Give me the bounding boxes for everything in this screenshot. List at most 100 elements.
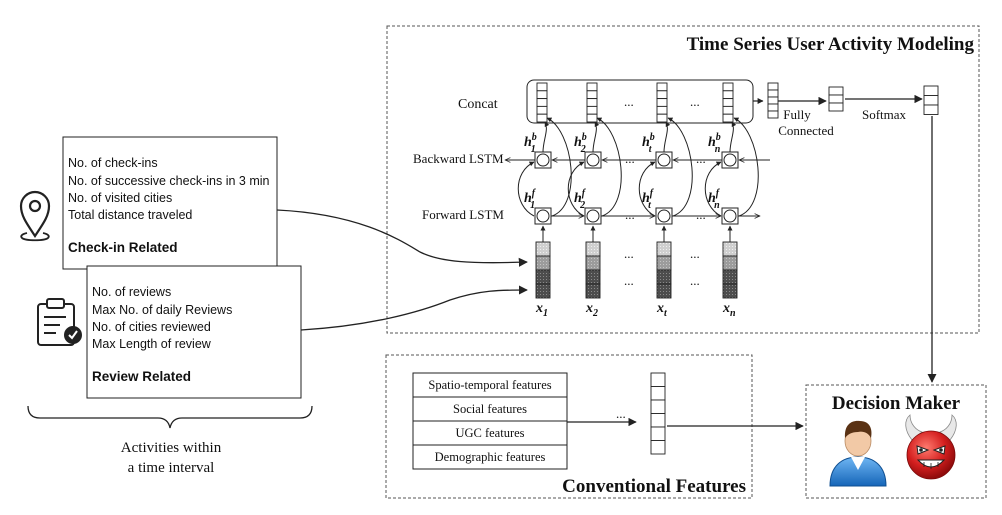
checkin-item-3: No. of visited cities bbox=[68, 191, 172, 205]
backward-to-concat-curve bbox=[542, 121, 550, 153]
concat-vector-3-cell bbox=[656, 90, 668, 100]
concat-vector-3-cell bbox=[656, 98, 668, 107]
x-symbol: x bbox=[722, 301, 730, 316]
x-input-label: xn bbox=[722, 301, 736, 319]
h-backward-superscript: b bbox=[532, 132, 537, 143]
h-symbol: h bbox=[524, 135, 532, 150]
forward-lstm-label: Forward LSTM bbox=[422, 207, 504, 222]
checkin-feature-box: No. of check-ins No. of successive check… bbox=[62, 136, 278, 270]
h-backward-subscript: t bbox=[649, 144, 653, 155]
input-cell bbox=[656, 255, 672, 271]
forward-ellipsis-2: ... bbox=[696, 207, 706, 222]
fully-connected-label-line1: Fully bbox=[783, 107, 811, 122]
clipboard-check-icon bbox=[37, 298, 82, 346]
input-cell bbox=[535, 255, 551, 271]
x-subscript: t bbox=[664, 308, 668, 319]
conventional-feature-cell bbox=[412, 396, 568, 422]
checkin-item-1: No. of check-ins bbox=[68, 156, 158, 170]
review-item-4: Max Length of review bbox=[92, 337, 212, 351]
forward-to-concat-curve bbox=[667, 117, 693, 217]
h-backward-subscript: 1 bbox=[531, 144, 536, 155]
h-symbol: h bbox=[708, 191, 716, 206]
backward-node-circle bbox=[536, 153, 550, 167]
input-cell bbox=[585, 283, 601, 299]
conventional-feature-label: Social features bbox=[453, 402, 527, 416]
h-forward-subscript: t bbox=[648, 200, 652, 211]
concat-vector-1-cell bbox=[536, 82, 548, 92]
activities-brace bbox=[27, 405, 313, 429]
concat-ellipsis-2: ... bbox=[690, 94, 700, 109]
input-cell bbox=[722, 241, 738, 257]
input-cell bbox=[535, 283, 551, 299]
input-ellipsis-3: ... bbox=[690, 246, 700, 261]
user-avatar-icon bbox=[829, 420, 887, 487]
softmax-stack-cell bbox=[923, 95, 939, 106]
h-backward-superscript: b bbox=[582, 132, 587, 143]
h-forward-superscript: f bbox=[532, 188, 537, 199]
input-cell bbox=[722, 269, 738, 285]
fc-stack-cell bbox=[828, 94, 844, 104]
concat-vector-2-cell bbox=[586, 82, 598, 92]
x-symbol: x bbox=[656, 301, 664, 316]
h-backward-superscript: b bbox=[716, 132, 721, 143]
forward-to-backward-curve bbox=[704, 161, 722, 217]
h-symbol: h bbox=[642, 135, 650, 150]
forward-node-circle bbox=[723, 209, 737, 223]
h-symbol: h bbox=[574, 191, 582, 206]
x-input-label: xt bbox=[656, 301, 668, 319]
concat-output-vector bbox=[767, 82, 779, 119]
concat-vector-2-cell bbox=[586, 105, 598, 115]
review-feature-box: No. of reviews Max No. of daily Reviews … bbox=[86, 265, 302, 399]
devil-face-icon bbox=[905, 414, 957, 480]
conventional-feature-vector bbox=[650, 372, 666, 455]
input-cell bbox=[656, 283, 672, 299]
conventional-vector-stack-cell bbox=[650, 413, 666, 428]
concat-ellipsis-1: ... bbox=[624, 94, 634, 109]
forward-to-backward-curve bbox=[567, 161, 585, 217]
softmax-output-vector bbox=[923, 85, 939, 115]
h-forward-superscript: f bbox=[716, 188, 721, 199]
backward-node-circle bbox=[586, 153, 600, 167]
input-cell bbox=[656, 269, 672, 285]
concat-vector-4-cell bbox=[722, 98, 734, 107]
concat-output-stack bbox=[767, 82, 779, 119]
input-ellipsis-4: ... bbox=[690, 273, 700, 288]
forward-node-circle bbox=[586, 209, 600, 223]
conventional-feature-label: Spatio-temporal features bbox=[428, 378, 551, 392]
conventional-vector-stack-cell bbox=[650, 426, 666, 441]
softmax-stack-cell bbox=[923, 85, 939, 96]
input-cell bbox=[722, 255, 738, 271]
checkin-item-2: No. of successive check-ins in 3 min bbox=[68, 174, 270, 188]
concat-output-stack-cell bbox=[767, 110, 779, 119]
concat-vector-2-cell bbox=[586, 98, 598, 107]
forward-to-concat-curve bbox=[546, 117, 572, 217]
review-item-1: No. of reviews bbox=[92, 285, 171, 299]
concat-vector-2-cell bbox=[586, 90, 598, 100]
h-forward-superscript: f bbox=[582, 188, 587, 199]
decision-maker-panel bbox=[805, 384, 987, 499]
fc-stack-cell bbox=[828, 102, 844, 112]
concat-vector-1-cell bbox=[536, 90, 548, 100]
fully-connected-label-line2: Connected bbox=[778, 123, 834, 138]
forward-to-backward-curve bbox=[638, 161, 656, 217]
checkin-item-4: Total distance traveled bbox=[68, 208, 192, 222]
concat-vector-2 bbox=[586, 82, 598, 123]
input-cell bbox=[656, 241, 672, 257]
x-subscript: 2 bbox=[592, 308, 598, 319]
softmax-stack bbox=[923, 85, 939, 115]
softmax-label: Softmax bbox=[862, 107, 907, 122]
conventional-vector-stack-cell bbox=[650, 372, 666, 387]
forward-to-concat-curve bbox=[733, 117, 759, 217]
conventional-ellipsis: ... bbox=[616, 406, 626, 421]
input-cell bbox=[535, 241, 551, 257]
h-forward-subscript: n bbox=[714, 200, 720, 211]
backward-ellipsis-1: ... bbox=[625, 151, 635, 166]
x-input-label: x2 bbox=[585, 301, 598, 319]
